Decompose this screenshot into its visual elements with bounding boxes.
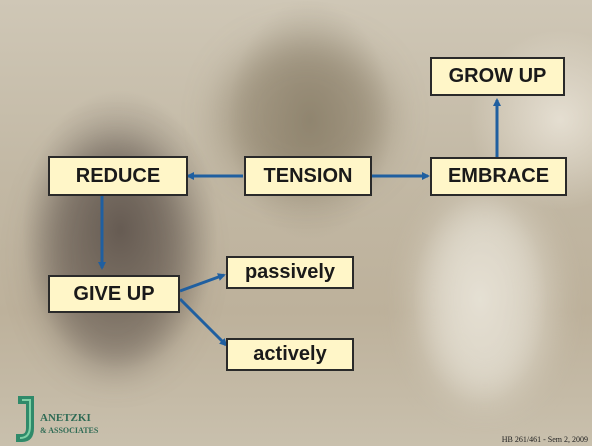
node-reduce: REDUCE	[48, 156, 188, 196]
node-give-up: GIVE UP	[48, 275, 180, 313]
node-tension: TENSION	[244, 156, 372, 196]
company-logo: ANETZKI & ASSOCIATES	[12, 392, 98, 446]
node-actively: actively	[226, 338, 354, 371]
blurred-light	[420, 200, 550, 400]
footer-text: HB 261/461 - Sem 2, 2009	[501, 435, 588, 444]
logo-line1: ANETZKI	[40, 412, 91, 424]
node-grow-up: GROW UP	[430, 57, 565, 96]
logo-line2: & ASSOCIATES	[40, 426, 99, 435]
node-embrace: EMBRACE	[430, 157, 567, 196]
arrow-give-up-to-passively	[179, 273, 226, 293]
node-passively: passively	[226, 256, 354, 289]
logo-j-icon	[16, 396, 34, 442]
arrow-give-up-to-actively	[178, 297, 228, 347]
